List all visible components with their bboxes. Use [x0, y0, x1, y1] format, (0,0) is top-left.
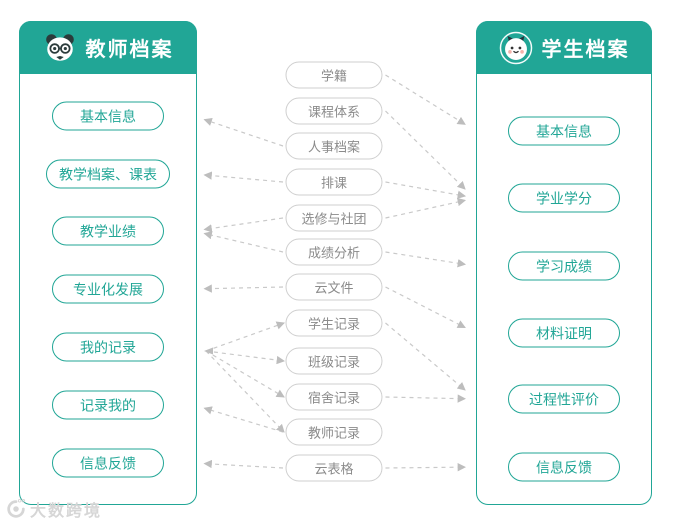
connector-line [385, 197, 467, 219]
connector-line [205, 350, 285, 433]
module-pill: 成绩分析 [285, 238, 383, 266]
teacher-panel-header: 教师档案 [19, 21, 197, 74]
module-pill: 云表格 [285, 454, 383, 482]
student-item-pill: 学业学分 [508, 183, 620, 213]
connector-line [385, 251, 467, 268]
student-panel-title: 学生档案 [541, 39, 630, 61]
module-pill: 人事档案 [285, 132, 383, 160]
connector-line [203, 117, 284, 147]
teacher-item-pill: 我的记录 [52, 332, 164, 362]
module-pill: 云文件 [285, 273, 383, 301]
fan-origin-arrowhead-icon [204, 347, 213, 355]
teacher-item-pill: 教学业绩 [52, 216, 164, 246]
connector-line [385, 74, 466, 125]
teacher-item-pill: 专业化发展 [52, 274, 164, 304]
student-item-pill: 学习成绩 [508, 251, 620, 281]
connector-line [385, 322, 466, 391]
module-pill: 选修与社团 [285, 204, 383, 232]
teacher-item-pill: 基本信息 [52, 101, 164, 131]
teacher-item-pill: 记录我的 [52, 390, 164, 420]
student-panel-header: 学生档案 [476, 21, 652, 74]
module-pill: 教师记录 [285, 418, 383, 446]
connector-line [203, 406, 284, 433]
module-pill: 学生记录 [285, 309, 383, 337]
module-pill: 学籍 [285, 61, 383, 89]
module-pill: 班级记录 [285, 347, 383, 375]
student-item-pill: 过程性评价 [508, 384, 620, 414]
connector-line [385, 463, 467, 472]
connector-line [205, 321, 285, 352]
connector-line [205, 350, 286, 365]
student-item-pill: 基本信息 [508, 116, 620, 146]
calf-mascot-icon [499, 31, 533, 65]
teacher-archive-panel: 教师档案 [19, 21, 197, 505]
module-pill: 宿舍记录 [285, 383, 383, 411]
connector-line [385, 110, 466, 190]
connector-line [203, 171, 284, 183]
panda-mascot-icon [43, 31, 77, 65]
watermark-logo-icon [5, 498, 27, 520]
connector-line [385, 181, 467, 199]
teacher-item-pill: 信息反馈 [52, 448, 164, 478]
connector-line [203, 231, 284, 253]
connector-line [203, 284, 284, 293]
module-pill: 排课 [285, 168, 383, 196]
teacher-panel-title: 教师档案 [85, 39, 174, 61]
connector-line [203, 217, 284, 233]
connector-line [385, 286, 466, 329]
teacher-item-pill: 教学档案、课表 [46, 159, 170, 189]
student-item-pill: 材料证明 [508, 318, 620, 348]
module-pill: 课程体系 [285, 97, 383, 125]
watermark-text: 大数跨境 [30, 503, 103, 520]
connector-line [385, 394, 467, 403]
watermark: 大数跨境 [5, 497, 102, 521]
student-item-pill: 信息反馈 [508, 452, 620, 482]
connector-line [205, 350, 285, 398]
connector-line [203, 459, 284, 469]
